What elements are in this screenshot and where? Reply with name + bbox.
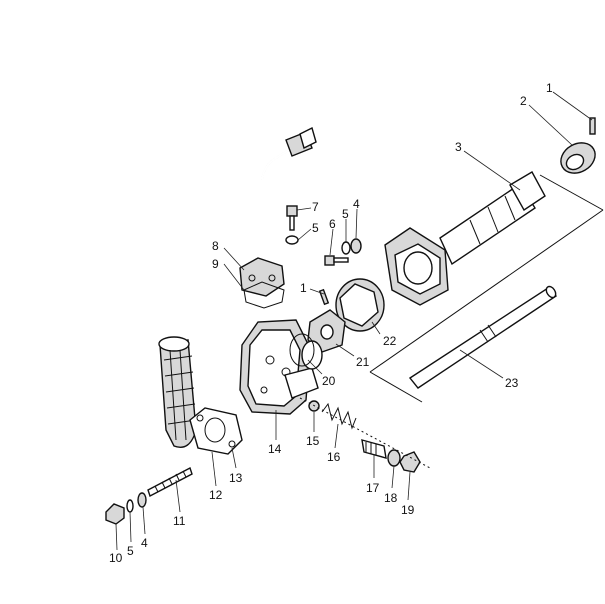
part-4-lock-washer-lower (137, 492, 147, 508)
callout-5-lower: 5 (127, 544, 134, 558)
callout-1-middle: 1 (300, 281, 307, 295)
callout-10: 10 (109, 551, 123, 565)
leader-lines (115, 91, 593, 551)
callout-23: 23 (505, 376, 519, 390)
callout-22: 22 (383, 334, 397, 348)
callout-16: 16 (327, 450, 341, 464)
part-4-nut-flange (350, 238, 362, 254)
part-22-outer-rotor (335, 278, 385, 332)
part-12-suction-flange (189, 407, 243, 455)
part-5-washer-flange (341, 241, 351, 255)
part-8-pipe-flange (239, 257, 285, 297)
part-oil-pipe (261, 126, 317, 270)
part-9-gasket (243, 281, 285, 309)
part-7-bolt (286, 205, 298, 231)
callout-labels: 1 2 3 4 5 6 7 5 8 9 1 22 21 20 23 14 15 … (109, 81, 553, 565)
part-20-o-ring (289, 333, 315, 367)
callout-21: 21 (356, 355, 370, 369)
callout-14: 14 (268, 442, 282, 456)
part-14-pump-body (239, 319, 323, 415)
part-18-washer (387, 449, 401, 467)
callout-17: 17 (366, 481, 380, 495)
callout-12: 12 (209, 488, 223, 502)
callout-8: 8 (212, 239, 219, 253)
callout-3: 3 (455, 140, 462, 154)
shaft-bracket-lines (369, 174, 604, 403)
part-3-drive-housing (384, 171, 546, 306)
part-17-plug (361, 439, 387, 459)
callout-4-lower: 4 (141, 536, 148, 550)
callout-9: 9 (212, 257, 219, 271)
part-5-washer-lower (126, 499, 134, 513)
callout-18: 18 (384, 491, 398, 505)
callout-5-upper: 5 (312, 221, 319, 235)
callout-4-upper: 4 (353, 197, 360, 211)
part-5-washer-upper (285, 235, 299, 245)
callout-13: 13 (229, 471, 243, 485)
callout-19: 19 (401, 503, 415, 517)
part-6-bolt (324, 255, 349, 266)
callout-20: 20 (322, 374, 336, 388)
callout-5-flange: 5 (342, 207, 349, 221)
part-13-suction-strainer (158, 336, 197, 448)
callout-15: 15 (306, 434, 320, 448)
part-19-nut (399, 451, 421, 473)
part-1-pin-middle (318, 288, 330, 306)
part-2-drive-gear (560, 142, 596, 174)
callout-2: 2 (520, 94, 527, 108)
part-23-pump-shaft (408, 285, 558, 389)
callout-1-top: 1 (546, 81, 553, 95)
part-21-inner-rotor (307, 309, 346, 353)
part-1-pin-top (589, 117, 596, 135)
callout-11: 11 (173, 514, 186, 528)
callout-6: 6 (329, 217, 336, 231)
part-11-stud (147, 466, 193, 498)
callout-7: 7 (312, 200, 319, 214)
part-16-spring (321, 402, 357, 430)
part-10-nut (105, 503, 125, 525)
